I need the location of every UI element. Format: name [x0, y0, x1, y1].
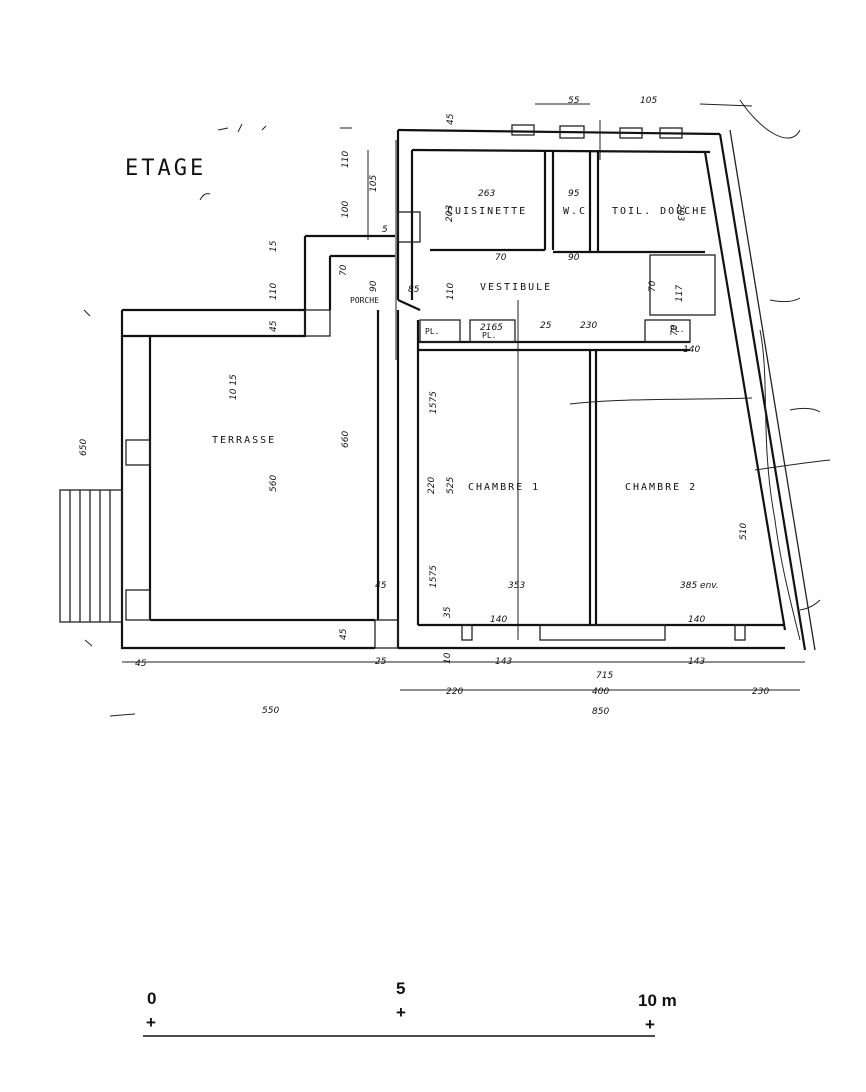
scale-tick-0: +	[146, 1013, 156, 1032]
dim-660: 660	[341, 431, 351, 448]
dim-15: 15	[269, 240, 279, 252]
dim-550: 550	[262, 706, 279, 716]
dim-105: 105	[369, 175, 379, 192]
dim-5: 5	[382, 225, 388, 235]
dim-110: 110	[341, 151, 351, 168]
room-placard-2: PL.	[482, 331, 496, 340]
room-chambre-2: CHAMBRE 2	[625, 482, 697, 493]
dim-650: 650	[79, 439, 89, 456]
scale-tick-10: +	[645, 1015, 655, 1034]
staircase	[59, 489, 123, 623]
dim-400: 400	[592, 687, 609, 697]
dim-45-d: 45	[135, 659, 147, 669]
dim-140-a: 140	[683, 345, 700, 355]
scale-label-10m: 10 m	[638, 991, 677, 1010]
dim-45-b: 45	[375, 581, 387, 591]
dim-203-b: 203	[675, 204, 685, 221]
room-terrasse: TERRASSE	[212, 435, 276, 446]
room-vestibule: VESTIBULE	[480, 282, 552, 293]
dim-25: 25	[540, 321, 552, 331]
room-porche: PORCHE	[350, 296, 379, 305]
terrace-outline	[120, 234, 400, 650]
dim-220-b: 220	[446, 687, 463, 697]
dim-850: 850	[592, 707, 609, 717]
dim-10: 10	[443, 652, 453, 664]
house-walls	[396, 120, 816, 651]
dim-560: 560	[269, 475, 279, 492]
scale-label-5: 5	[396, 979, 405, 998]
dim-45-c: 45	[339, 628, 349, 640]
room-toilette-douche: TOIL. DOUCHE	[612, 206, 708, 217]
dim-45-top: 45	[446, 113, 456, 125]
dim-90-b: 90	[369, 280, 379, 292]
dim-220: 220	[427, 477, 437, 494]
dim-top-105: 105	[640, 96, 657, 106]
plan-title: ETAGE	[125, 156, 206, 181]
dim-95: 95	[568, 189, 580, 199]
dim-110-b: 110	[446, 283, 456, 300]
scale-tick-5: +	[396, 1003, 406, 1022]
dim-100: 100	[341, 201, 351, 218]
dim-2165: 2165	[480, 323, 503, 333]
dim-263: 263	[478, 189, 495, 199]
dim-230-b: 230	[752, 687, 769, 697]
room-wc: W.C.	[563, 206, 595, 217]
dim-140-c: 140	[688, 615, 705, 625]
dim-85: 85	[408, 285, 420, 295]
dim-203-a: 203	[445, 205, 455, 222]
dim-230-a: 230	[580, 321, 597, 331]
dimension-labels: 55 105 45 110 105 100 5 263 203 95 203 7…	[79, 96, 769, 717]
dim-715: 715	[596, 671, 613, 681]
room-chambre-1: CHAMBRE 1	[468, 482, 540, 493]
dim-1575-a: 1575	[429, 391, 439, 414]
dim-385: 385 env.	[680, 581, 719, 591]
room-placard-1: PL.	[425, 327, 439, 336]
room-cuisinette: CUISINETTE	[447, 206, 527, 217]
dim-110-c: 110	[269, 283, 279, 300]
scale-bar: 0 5 10 m + + +	[143, 979, 677, 1037]
scale-label-0: 0	[147, 989, 156, 1008]
dim-top-55: 55	[568, 96, 580, 106]
dim-117: 117	[675, 285, 685, 302]
dim-510: 510	[739, 523, 749, 540]
dim-70-a: 70	[495, 253, 507, 263]
room-placard-3: PL.	[670, 325, 684, 334]
pen-annotations	[569, 99, 831, 641]
dim-70-b: 70	[339, 264, 349, 276]
dim-525: 525	[446, 477, 456, 494]
dim-70-c: 70	[648, 280, 658, 292]
dim-45-a: 45	[269, 320, 279, 332]
dim-1575-b: 1575	[429, 565, 439, 588]
dimension-lines	[122, 140, 805, 691]
dim-140-b: 140	[490, 615, 507, 625]
dim-35: 35	[443, 606, 453, 618]
dim-1015: 10 15	[229, 374, 239, 400]
dim-353: 353	[508, 581, 525, 591]
dim-90-a: 90	[568, 253, 580, 263]
dim-70-d: 70	[670, 324, 680, 336]
